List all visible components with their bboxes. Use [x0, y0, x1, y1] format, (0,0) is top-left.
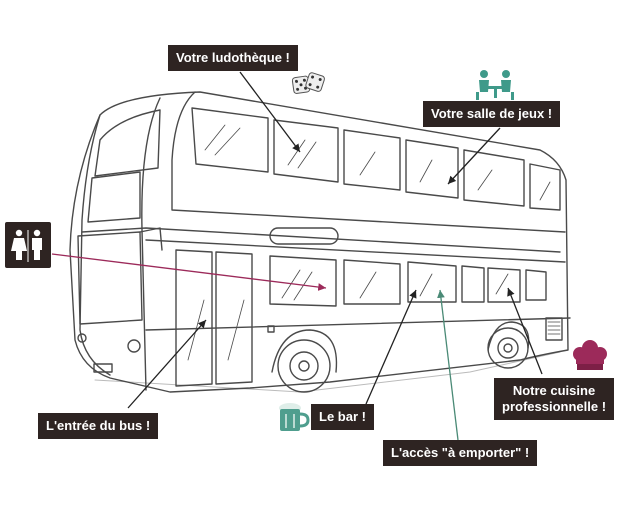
label-cuisine-line1: Notre cuisine: [512, 383, 596, 398]
arrow-bar: [365, 289, 417, 405]
label-bar: Le bar !: [311, 404, 374, 430]
arrow-salle-jeux: [447, 127, 501, 185]
label-emporter: L'accès "à emporter" !: [383, 440, 538, 466]
bus-illustration: [69, 91, 571, 393]
label-entree: L'entrée du bus !: [38, 413, 159, 439]
arrow-entree: [127, 319, 207, 409]
arrow-emporter: [437, 289, 459, 441]
chef-hat-icon: [573, 340, 607, 370]
arrow-cuisine: [507, 287, 543, 375]
label-salle-jeux: Votre salle de jeux !: [423, 101, 561, 127]
label-ludotheque: Votre ludothèque !: [168, 45, 298, 71]
dice-icon: [291, 72, 325, 94]
callout-arrows: [51, 71, 543, 441]
label-cuisine-line2: professionnelle !: [502, 399, 607, 414]
arrow-toilets: [51, 253, 327, 291]
toilets-icon: [5, 222, 51, 268]
arrow-ludotheque: [239, 71, 301, 153]
label-cuisine: Notre cuisine professionnelle !: [494, 378, 615, 420]
board-game-players-icon: [476, 70, 514, 100]
beer-mug-icon: [279, 403, 310, 431]
